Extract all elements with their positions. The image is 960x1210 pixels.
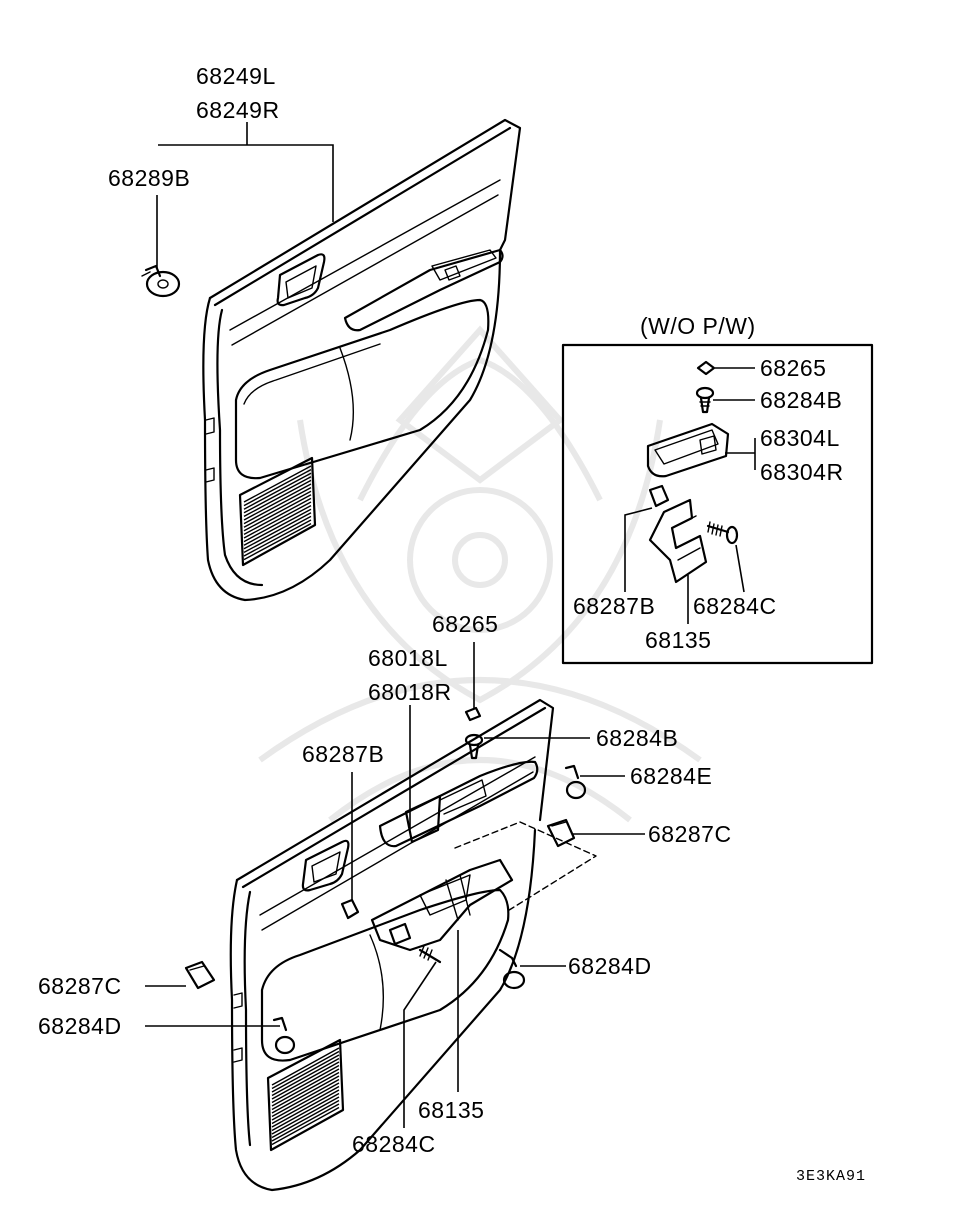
label-68289b: 68289B [108,165,190,191]
grille-louver [271,1057,340,1097]
lower-label-68284d-right: 68284D [568,953,652,979]
lower-screw-d-left-part [272,1016,296,1055]
lower-bracket-part [370,858,514,952]
handle-part [646,422,730,478]
grille-louver [243,465,312,503]
label-68249r: 68249R [196,97,280,123]
box-label-68304l: 68304L [760,425,840,451]
screw-c-part [706,521,739,545]
watermark-logo [258,325,702,823]
lower-label-68287b: 68287B [302,741,384,767]
lower-label-68018l: 68018L [368,645,448,671]
diagram-code: 3E3KA91 [796,1168,866,1185]
lower-label-68284b: 68284B [596,725,678,751]
grille-louver [271,1099,340,1139]
option-box-title: (W/O P/W) [640,313,756,339]
grille-louver [271,1092,340,1132]
lower-clip-c-right-part [546,818,576,848]
grille-louver [243,508,312,546]
bracket-part [648,498,708,584]
grille-louver [271,1103,340,1142]
grille-louver [243,519,312,557]
grille-louver [243,479,312,518]
grille-louver [243,490,312,528]
grille-louver [271,1050,340,1090]
lower-label-68284c: 68284C [352,1131,436,1157]
grille-louver [243,476,312,514]
lower-screw-c-part [418,945,442,964]
lower-label-68265: 68265 [432,611,498,637]
grille-louver [271,1089,340,1128]
lower-label-68135: 68135 [418,1097,484,1123]
grille-louver [271,1075,340,1114]
clip-b-part [648,484,670,508]
grille-louver [271,1061,340,1100]
grille-louver [271,1085,340,1125]
box-label-68284b: 68284B [760,387,842,413]
grille-louver [271,1068,340,1107]
upper-door-trim-panel [202,118,522,602]
lower-speaker-grille [266,1038,345,1152]
grille-louver [243,472,312,510]
lower-clip-b-part [340,898,360,920]
grille-louver [243,522,312,561]
label-68249l: 68249L [196,63,276,89]
cap-part [696,360,716,376]
lower-screw-b-part [464,733,484,760]
grille-louver [271,1071,340,1111]
lower-label-68287c-left: 68287C [38,973,122,999]
lower-clip-c-left-part [184,960,216,990]
grille-louver [271,1054,340,1093]
grille-louver [271,1047,340,1086]
grille-louver [243,501,312,539]
grille-louver [271,1096,340,1135]
lower-screw-d-right-part [498,948,526,990]
lower-screw-e-part [564,764,587,800]
upper-speaker-grille [238,456,317,567]
lower-label-68018r: 68018R [368,679,452,705]
grille-louver [243,504,312,543]
box-label-68304r: 68304R [760,459,844,485]
box-label-68284c: 68284C [693,593,777,619]
grille-louver [243,468,312,507]
grille-louver [243,486,312,525]
option-box: (W/O P/W) 68265 68284B 68304L 68304R [561,313,874,665]
grille-louver [271,1078,340,1118]
upper-leader-lines [156,122,334,268]
box-label-68287b: 68287B [573,593,655,619]
grille-louver [271,1064,340,1104]
grille-louver [243,512,312,550]
box-label-68265: 68265 [760,355,826,381]
grille-louver [243,483,312,521]
grille-louver [271,1082,340,1121]
lower-cap-part [464,706,482,722]
lower-label-68287c-right: 68287C [648,821,732,847]
lower-label-68284e: 68284E [630,763,712,789]
grille-louver [271,1106,340,1146]
lower-leader-lines [145,642,645,1128]
lower-door-trim-panel [229,698,597,1192]
grille-louver [243,515,312,554]
screw-b-part [695,386,715,414]
clip-68289b-part [141,264,181,298]
grille-louver [243,494,312,532]
grille-louver [243,497,312,536]
box-label-68135: 68135 [645,627,711,653]
lower-label-68284d-left: 68284D [38,1013,122,1039]
